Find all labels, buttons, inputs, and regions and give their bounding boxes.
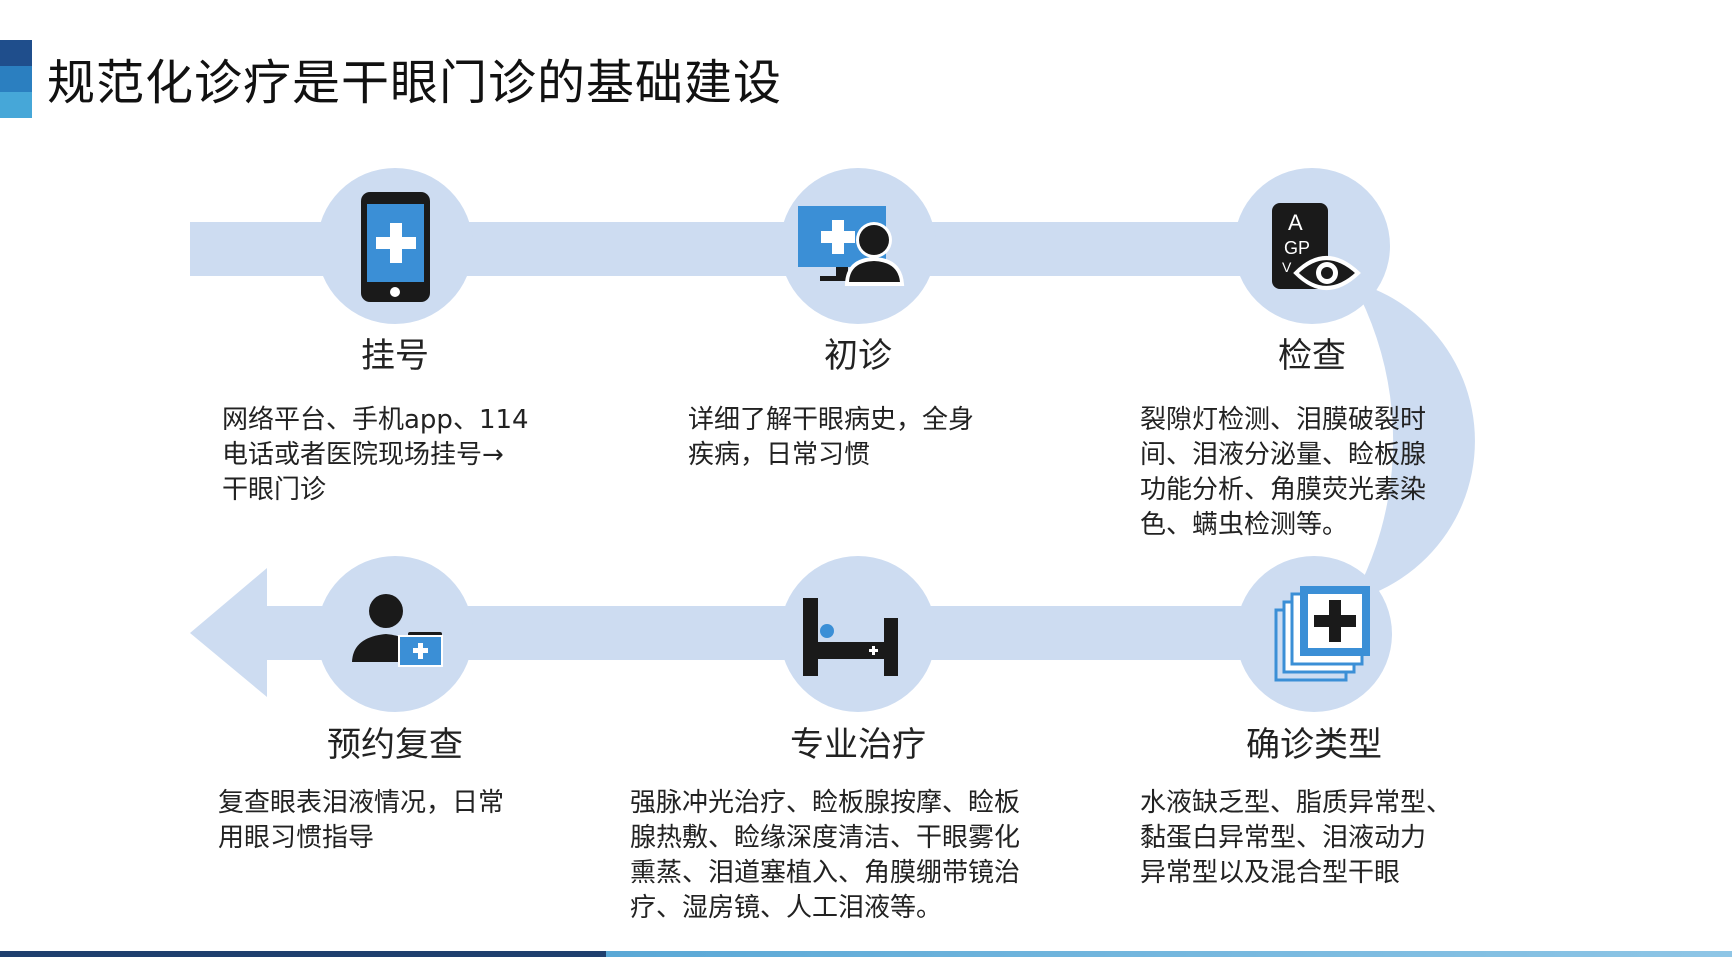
desc-line: 异常型以及混合型干眼 [1140, 858, 1401, 888]
title-accent-light [0, 92, 32, 118]
step-desc-treatment: 强脉冲光治疗、睑板腺按摩、睑板 腺热敷、睑缘深度清洁、干眼雾化 熏蒸、泪道塞植入… [630, 786, 1020, 926]
desc-line: 功能分析、角膜荧光素染 [1140, 475, 1427, 505]
desc-line: 详细了解干眼病史，全身 [688, 405, 975, 435]
title-accent-dark [0, 40, 32, 66]
step-title-register: 挂号 [361, 336, 429, 376]
desc-line: 色、螨虫检测等。 [1140, 510, 1349, 540]
step-title-first-visit: 初诊 [824, 336, 892, 376]
computer-doctor-icon [798, 206, 905, 286]
step-desc-diagnosis-type: 水液缺乏型、脂质异常型、 黏蛋白异常型、泪液动力 异常型以及混合型干眼 [1140, 786, 1452, 891]
desc-line: 熏蒸、泪道塞植入、角膜绷带镜治 [630, 858, 1021, 888]
desc-line: 强脉冲光治疗、睑板腺按摩、睑板 [630, 788, 1021, 818]
desc-line: 疾病，日常习惯 [688, 440, 871, 470]
eye-chart-icon: A GP V [1272, 203, 1361, 290]
chart-letter-v: V [1282, 259, 1292, 275]
step-circle-6 [317, 556, 473, 712]
mobile-phone-medical-icon [361, 192, 430, 302]
desc-line: 黏蛋白异常型、泪液动力 [1140, 823, 1427, 853]
desc-line: 干眼门诊 [222, 475, 327, 505]
desc-line: 水液缺乏型、脂质异常型、 [1140, 788, 1453, 818]
desc-line: 间、泪液分泌量、睑板腺 [1140, 440, 1427, 470]
desc-line: 裂隙灯检测、泪膜破裂时 [1140, 405, 1427, 435]
desc-line: 用眼习惯指导 [218, 823, 375, 853]
chart-letters-gp: GP [1284, 238, 1310, 258]
chart-letter-a: A [1288, 210, 1303, 235]
step-desc-first-visit: 详细了解干眼病史，全身 疾病，日常习惯 [688, 403, 974, 473]
bottom-rule [0, 951, 1732, 957]
doctor-medical-kit-icon [352, 594, 443, 667]
desc-line: 复查眼表泪液情况，日常 [218, 788, 505, 818]
title-accent-mid [0, 66, 32, 92]
step-title-treatment: 专业治疗 [790, 725, 926, 765]
page-title: 规范化诊疗是干眼门诊的基础建设 [47, 55, 783, 111]
desc-line: 网络平台、手机app、114 [222, 405, 529, 435]
desc-line: 疗、湿房镜、人工泪液等。 [630, 893, 943, 923]
step-title-follow-up: 预约复查 [327, 725, 463, 765]
hospital-bed-icon [803, 598, 898, 676]
step-title-examination: 检查 [1278, 336, 1346, 376]
step-desc-examination: 裂隙灯检测、泪膜破裂时 间、泪液分泌量、睑板腺 功能分析、角膜荧光素染 色、螨虫… [1140, 403, 1426, 543]
desc-line: 腺热敷、睑缘深度清洁、干眼雾化 [630, 823, 1021, 853]
step-desc-register: 网络平台、手机app、114 电话或者医院现场挂号→ 干眼门诊 [222, 403, 529, 508]
step-title-diagnosis-type: 确诊类型 [1246, 725, 1382, 765]
step-desc-follow-up: 复查眼表泪液情况，日常 用眼习惯指导 [218, 786, 504, 856]
stacked-medical-cards-icon [1274, 586, 1370, 682]
desc-line: 电话或者医院现场挂号→ [222, 440, 504, 470]
flow-path-arrow [190, 222, 1475, 697]
